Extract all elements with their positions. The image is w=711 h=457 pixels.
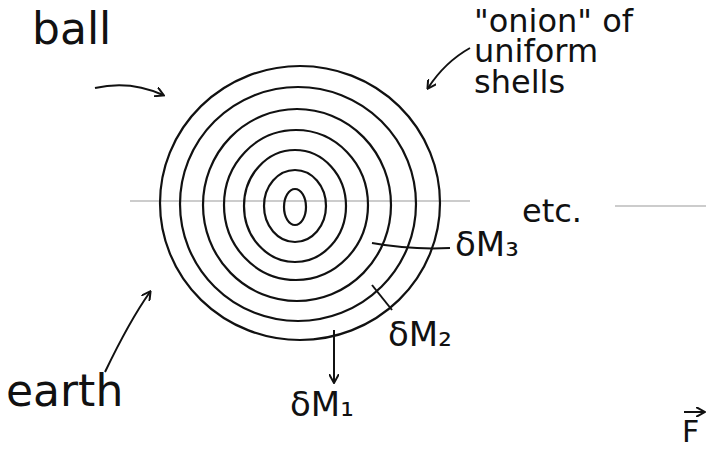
- shells-note: "onion" of uniform shells: [474, 6, 699, 97]
- axis-line: [615, 205, 706, 206]
- leader-lines: [95, 48, 704, 412]
- object-label: ball: [32, 8, 111, 50]
- force-symbol: F: [682, 418, 699, 447]
- shell-mass-label: δM₁: [290, 388, 354, 420]
- shell-mass-label: δM₂: [388, 318, 452, 350]
- continuation-note: etc.: [522, 196, 582, 226]
- shell-mass-label: δM₃: [455, 228, 519, 260]
- shell-rings: [160, 66, 440, 340]
- object-label: earth: [6, 370, 123, 412]
